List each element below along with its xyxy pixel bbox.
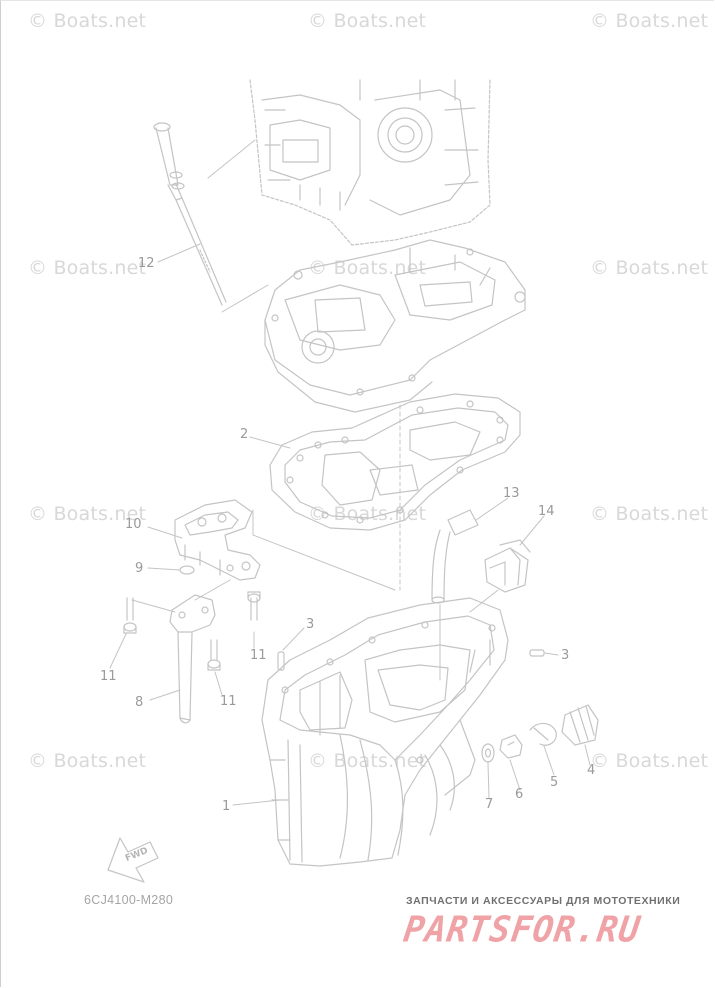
brand-tagline: ЗАПЧАСТИ И АКСЕССУАРЫ ДЛЯ МОТОТЕХНИКИ	[406, 895, 681, 907]
filter-screen	[561, 704, 599, 746]
dowel-pin	[277, 651, 285, 671]
diagram-code: 6CJ4100-M280	[84, 893, 174, 907]
watermark: © Boats.net	[590, 257, 709, 279]
spring-clip	[529, 722, 557, 746]
callout-9: 9	[135, 561, 144, 576]
dipstick-guide-lower	[169, 594, 216, 724]
watermark: © Boats.net	[28, 257, 147, 279]
callout-7: 7	[485, 797, 494, 812]
callout-3: 3	[306, 617, 315, 632]
watermark: © Boats.net	[590, 10, 709, 32]
callout-14: 14	[538, 504, 555, 519]
oil-pan	[261, 597, 509, 867]
fwd-arrow-icon	[107, 837, 159, 883]
drain-gasket	[481, 743, 495, 763]
watermark: © Boats.net	[590, 750, 709, 772]
callout-3: 3	[561, 648, 570, 663]
dipstick-guide-upper	[174, 499, 261, 581]
callout-1: 1	[222, 799, 231, 814]
watermark: © Boats.net	[28, 503, 147, 525]
callout-6: 6	[515, 787, 524, 802]
bolt	[247, 591, 261, 621]
watermark: © Boats.net	[590, 503, 709, 525]
callout-12: 12	[138, 256, 155, 271]
callout-5: 5	[550, 775, 559, 790]
bolt	[123, 597, 137, 634]
hose	[431, 509, 479, 604]
callout-2: 2	[240, 427, 249, 442]
watermark: © Boats.net	[28, 10, 147, 32]
callout-11: 11	[100, 669, 117, 684]
watermark: © Boats.net	[308, 10, 427, 32]
bracket	[484, 539, 531, 593]
leader-lines	[109, 139, 591, 806]
mounting-plate	[264, 239, 526, 413]
watermark: © Boats.net	[28, 750, 147, 772]
brand-logo: PARTSFOR.RU	[401, 909, 644, 951]
watermark: © Boats.net	[308, 503, 427, 525]
bolt	[207, 639, 221, 671]
drain-plug	[499, 734, 523, 759]
callout-11: 11	[220, 694, 237, 709]
callout-10: 10	[125, 517, 142, 532]
dipstick	[153, 122, 227, 306]
callout-4: 4	[587, 763, 596, 778]
callout-8: 8	[135, 695, 144, 710]
callout-11: 11	[250, 648, 267, 663]
dowel-pin	[529, 649, 545, 657]
engine-block-upper	[249, 79, 491, 246]
gasket	[269, 393, 521, 531]
o-ring	[179, 565, 195, 575]
callout-13: 13	[503, 486, 520, 501]
